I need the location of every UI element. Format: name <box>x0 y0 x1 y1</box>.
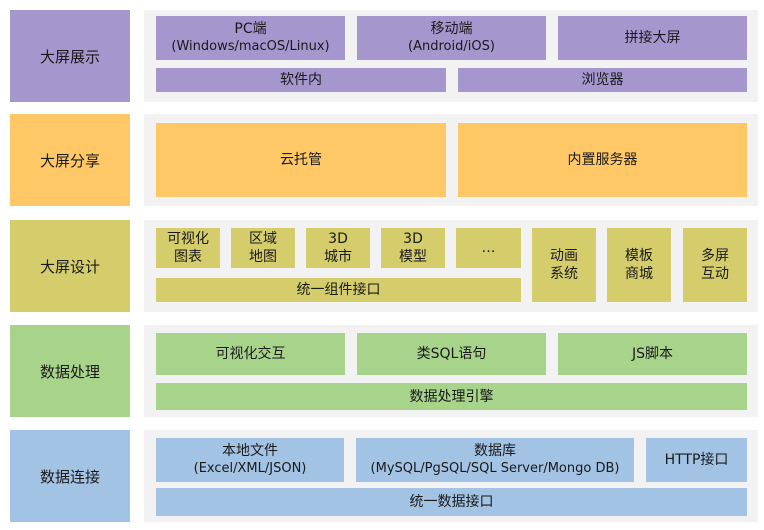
box-pc-sub: (Windows/macOS/Linux) <box>171 39 330 54</box>
box-processing-engine-text: 数据处理引擎 <box>409 388 494 405</box>
box-js-script: JS脚本 <box>558 333 747 375</box>
box-mobile: 移动端 (Android/iOS) <box>357 16 546 60</box>
box-in-app-text: 软件内 <box>280 72 322 88</box>
box-cloud-hosting: 云托管 <box>156 123 446 197</box>
box-region-map-l1: 区域 <box>249 231 277 247</box>
box-3d-model: 3D 模型 <box>381 228 445 268</box>
box-3d-city-l2: 城市 <box>324 249 352 265</box>
box-processing-engine: 数据处理引擎 <box>156 383 747 410</box>
layer-label-display: 大屏展示 <box>10 10 130 102</box>
layer-panel-connection: 本地文件 (Excel/XML/JSON) 数据库 (MySQL/PgSQL/S… <box>144 430 758 522</box>
box-pc-title: PC端 <box>234 21 267 37</box>
box-cloud-hosting-text: 云托管 <box>280 152 322 168</box>
box-splice-screen: 拼接大屏 <box>558 16 747 60</box>
box-unified-data: 统一数据接口 <box>156 488 747 516</box>
box-mobile-sub: (Android/iOS) <box>408 39 495 54</box>
box-3d-city-l1: 3D <box>328 231 348 247</box>
box-browser: 浏览器 <box>458 68 747 92</box>
box-builtin-server-text: 内置服务器 <box>567 152 638 168</box>
box-more-text: … <box>481 240 496 256</box>
box-unified-component: 统一组件接口 <box>156 278 521 302</box>
layer-label-design-text: 大屏设计 <box>39 257 100 276</box>
box-sql-like: 类SQL语句 <box>357 333 546 375</box>
layer-label-connection-text: 数据连接 <box>39 467 100 486</box>
box-more: … <box>456 228 521 268</box>
layer-label-display-text: 大屏展示 <box>39 47 100 66</box>
box-template-store-l1: 模板 <box>625 248 653 264</box>
box-local-file-title: 本地文件 <box>222 443 278 459</box>
box-mobile-title: 移动端 <box>430 21 473 37</box>
box-multi-screen: 多屏 互动 <box>683 228 747 302</box>
box-database-sub: (MySQL/PgSQL/SQL Server/Mongo DB) <box>370 461 620 476</box>
box-region-map: 区域 地图 <box>231 228 295 268</box>
box-template-store-l2: 商城 <box>625 266 653 282</box>
box-splice-screen-text: 拼接大屏 <box>624 30 681 46</box>
box-unified-data-text: 统一数据接口 <box>409 494 494 510</box>
box-sql-like-text: 类SQL语句 <box>416 346 487 362</box>
box-animation-system: 动画 系统 <box>532 228 596 302</box>
box-animation-system-l2: 系统 <box>550 266 578 282</box>
layer-label-processing: 数据处理 <box>10 325 130 417</box>
box-vis-interaction-text: 可视化交互 <box>215 346 286 362</box>
layer-label-share-text: 大屏分享 <box>39 151 100 170</box>
box-js-script-text: JS脚本 <box>631 346 673 362</box>
box-local-file-sub: (Excel/XML/JSON) <box>193 461 307 476</box>
layer-panel-design: 可视化 图表 区域 地图 3D 城市 3D 模型 … 动画 系统 模板 商城 多… <box>144 220 758 312</box>
box-browser-text: 浏览器 <box>581 72 624 88</box>
box-local-file: 本地文件 (Excel/XML/JSON) <box>156 438 344 482</box>
box-multi-screen-l2: 互动 <box>701 266 729 282</box>
box-animation-system-l1: 动画 <box>550 248 578 264</box>
box-region-map-l2: 地图 <box>249 249 277 265</box>
box-3d-city: 3D 城市 <box>306 228 370 268</box>
box-multi-screen-l1: 多屏 <box>701 248 729 264</box>
layer-label-share: 大屏分享 <box>10 114 130 206</box>
layer-label-design: 大屏设计 <box>10 220 130 312</box>
layer-panel-display: PC端 (Windows/macOS/Linux) 移动端 (Android/i… <box>144 10 758 102</box>
box-database-title: 数据库 <box>474 443 516 459</box>
box-unified-component-text: 统一组件接口 <box>296 282 381 298</box>
box-builtin-server: 内置服务器 <box>458 123 747 197</box>
box-http-interface-text: HTTP接口 <box>664 452 729 468</box>
box-vis-chart-l2: 图表 <box>174 249 202 265</box>
box-vis-chart-l1: 可视化 <box>167 231 209 247</box>
box-http-interface: HTTP接口 <box>646 438 747 482</box>
layer-panel-processing: 可视化交互 类SQL语句 JS脚本 数据处理引擎 <box>144 325 758 417</box>
box-pc: PC端 (Windows/macOS/Linux) <box>156 16 345 60</box>
box-vis-chart: 可视化 图表 <box>156 228 220 268</box>
box-in-app: 软件内 <box>156 68 446 92</box>
box-template-store: 模板 商城 <box>607 228 671 302</box>
layer-label-processing-text: 数据处理 <box>39 362 100 381</box>
layer-panel-share: 云托管 内置服务器 <box>144 114 758 206</box>
box-3d-model-l1: 3D <box>403 231 423 247</box>
box-3d-model-l2: 模型 <box>399 249 427 265</box>
box-vis-interaction: 可视化交互 <box>156 333 345 375</box>
layer-label-connection: 数据连接 <box>10 430 130 522</box>
box-database: 数据库 (MySQL/PgSQL/SQL Server/Mongo DB) <box>356 438 634 482</box>
